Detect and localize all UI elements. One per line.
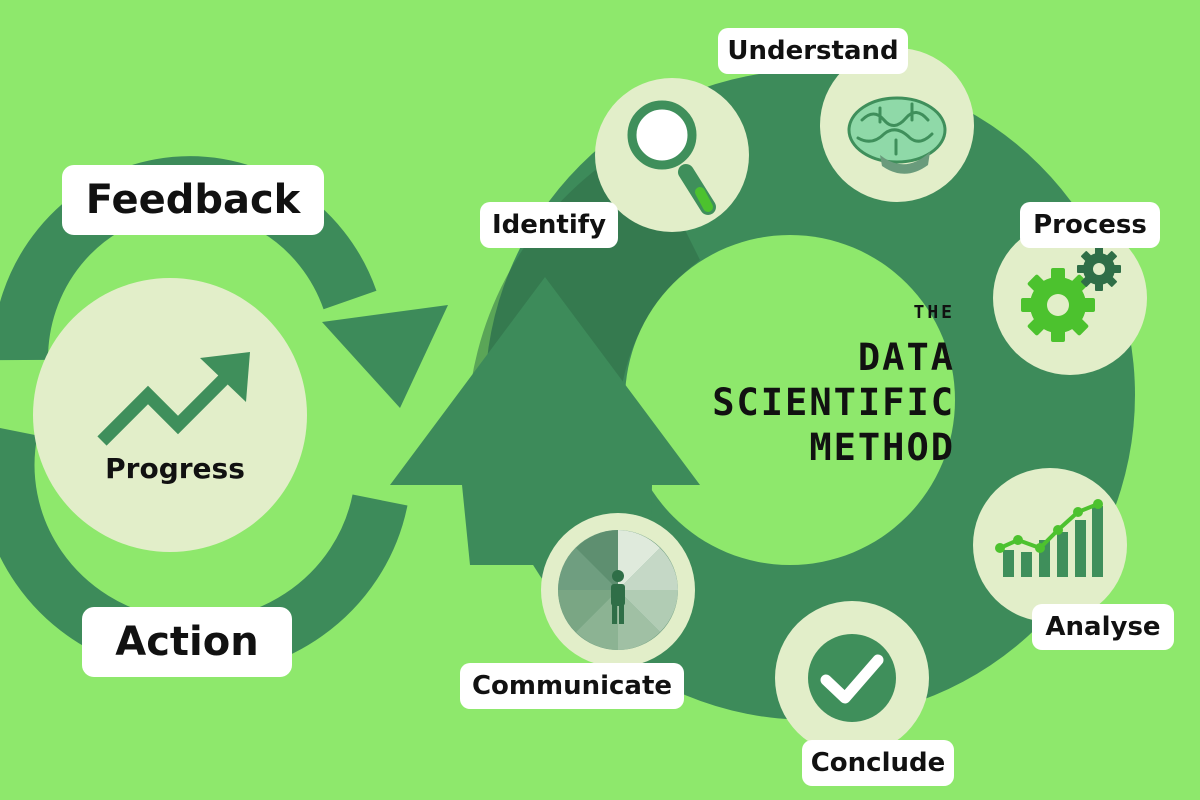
communicate-node: [541, 513, 695, 667]
method-title: THE DATA SCIENTIFIC METHOD: [640, 302, 955, 470]
title-line-scientific: SCIENTIFIC: [712, 381, 955, 424]
analyse-node: [973, 468, 1127, 622]
identify-label: Identify: [480, 202, 618, 248]
gears-icon: [1021, 247, 1121, 342]
title-prefix: THE: [913, 302, 955, 323]
identify-node: [595, 78, 749, 232]
communicate-label: Communicate: [460, 663, 684, 709]
magnifier-icon: [627, 100, 716, 215]
process-label: Process: [1020, 202, 1160, 248]
feedback-cycle: [0, 156, 448, 677]
checkmark-icon: [808, 634, 896, 722]
process-node: [993, 221, 1147, 375]
bar-chart-icon: [995, 499, 1103, 577]
title-line-data: DATA: [857, 336, 955, 379]
understand-node: [820, 48, 974, 202]
title-line-method: METHOD: [809, 426, 955, 469]
understand-label: Understand: [718, 28, 908, 74]
feedback-label: Feedback: [62, 165, 324, 235]
conclude-label: Conclude: [802, 740, 954, 786]
conclude-node: [775, 601, 929, 755]
progress-label: Progress: [105, 452, 245, 485]
up-arrow: [390, 277, 700, 565]
action-label: Action: [82, 607, 292, 677]
feedback-arrowhead: [322, 305, 448, 408]
trend-arrow-icon: [97, 352, 250, 446]
brain-icon: [847, 96, 947, 174]
analyse-label: Analyse: [1032, 604, 1174, 650]
inner-circle: [625, 235, 955, 565]
person-pie-icon: [558, 530, 678, 650]
